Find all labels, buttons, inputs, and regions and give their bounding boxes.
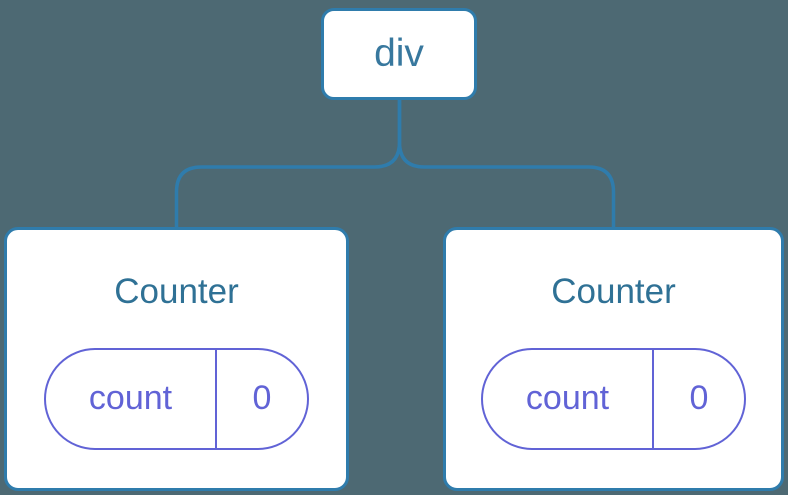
tree-node-root: div bbox=[321, 8, 477, 100]
state-pill: count 0 bbox=[481, 347, 746, 450]
component-title: Counter bbox=[114, 272, 239, 311]
root-node-label: div bbox=[374, 32, 424, 75]
tree-node-counter-2: Counter count 0 bbox=[443, 227, 784, 491]
state-key-label: count bbox=[46, 349, 217, 448]
component-title: Counter bbox=[551, 272, 676, 311]
state-value: 0 bbox=[252, 379, 272, 418]
tree-node-counter-1: Counter count 0 bbox=[4, 227, 349, 491]
state-key-label: count bbox=[483, 349, 654, 448]
connector-left-branch bbox=[174, 99, 402, 228]
connector-right-branch bbox=[397, 99, 616, 228]
state-value: 0 bbox=[689, 379, 709, 418]
state-pill: count 0 bbox=[44, 347, 309, 450]
